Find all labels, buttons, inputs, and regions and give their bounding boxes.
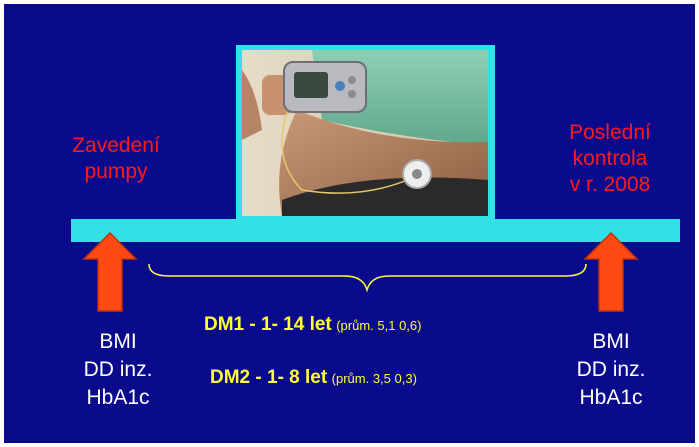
insulin-pump-photo-illustration <box>242 50 488 216</box>
label-pump-start-line-2: pumpy <box>46 159 186 185</box>
label-pump-start-line-1: Zavedení <box>46 133 186 159</box>
insulin-pump-photo <box>242 50 488 216</box>
up-arrow-right-icon <box>583 231 639 313</box>
bracket-icon <box>145 260 590 300</box>
measure-left-hba1c: HbA1c <box>60 384 176 412</box>
label-pump-start: Zavedení pumpy <box>46 133 186 185</box>
dm2-detail: (prům. 3,5 0,3) <box>332 371 417 386</box>
measures-right: BMI DD inz. HbA1c <box>553 328 669 412</box>
measure-left-bmi: BMI <box>60 328 176 356</box>
measures-left: BMI DD inz. HbA1c <box>60 328 176 412</box>
measure-right-hba1c: HbA1c <box>553 384 669 412</box>
photo-frame <box>236 45 495 222</box>
label-last-check: Poslední kontrola v r. 2008 <box>530 120 690 198</box>
measure-right-bmi: BMI <box>553 328 669 356</box>
measure-left-dd: DD inz. <box>60 356 176 384</box>
measure-right-dd: DD inz. <box>553 356 669 384</box>
label-last-check-line-3: v r. 2008 <box>530 172 690 198</box>
dm1-main: DM1 - 1- 14 let <box>204 314 332 335</box>
dm2-line: DM2 - 1- 8 let (prům. 3,5 0,3) <box>210 367 417 389</box>
label-last-check-line-2: kontrola <box>530 146 690 172</box>
dm2-main: DM2 - 1- 8 let <box>210 367 327 388</box>
label-last-check-line-1: Poslední <box>530 120 690 146</box>
up-arrow-left-icon <box>82 231 138 313</box>
dm1-line: DM1 - 1- 14 let (prům. 5,1 0,6) <box>204 314 421 336</box>
dm1-detail: (prům. 5,1 0,6) <box>336 318 421 333</box>
